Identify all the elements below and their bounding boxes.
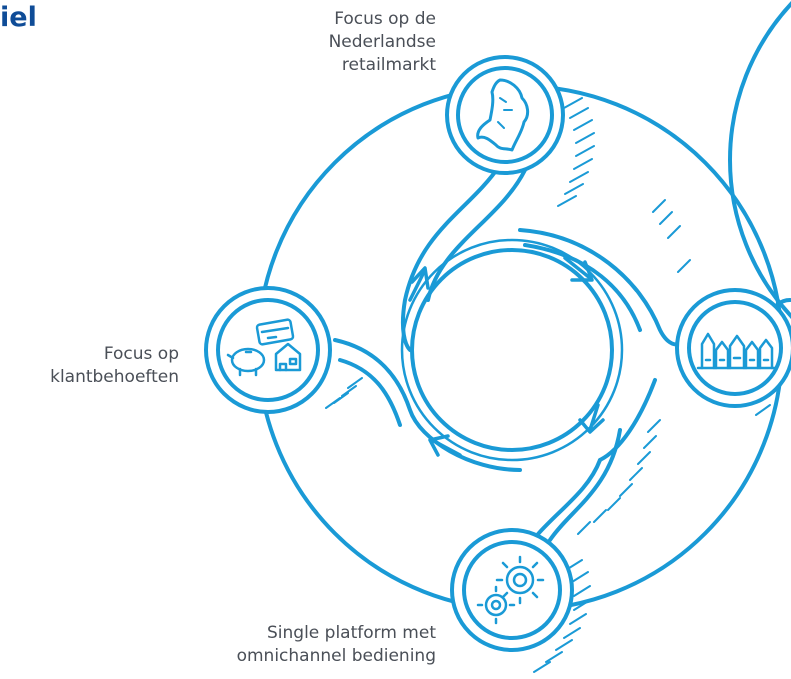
node-right (675, 288, 791, 408)
label-left-line-2: klantbehoeften (50, 367, 179, 387)
piggybank-cards-house-icon (226, 318, 302, 377)
netherlands-map-icon (476, 78, 530, 152)
label-bottom-line-1: Single platform met (267, 623, 436, 643)
label-left-node: Focus op klantbehoeften (0, 343, 179, 389)
label-left-line-1: Focus op (103, 344, 179, 364)
label-top-line-3: retailmarkt (341, 55, 436, 75)
right-large-circle (728, 1, 791, 319)
label-bottom-line-2: omnichannel bediening (236, 646, 436, 666)
node-left (204, 286, 332, 414)
label-bottom-node: Single platform met omnichannel bedienin… (136, 622, 436, 668)
arrow-left-bottom (430, 438, 462, 457)
label-top-line-2: Nederlandse (328, 32, 436, 52)
arrow-down-right (588, 403, 600, 432)
gears-icon (476, 555, 545, 625)
node-bottom (450, 528, 574, 652)
node-top (445, 55, 565, 175)
page-title-fragment: iel (0, 2, 37, 33)
arrow-right-top (563, 256, 592, 280)
dutch-houses-icon (696, 332, 778, 370)
inner-hub-ring (400, 238, 624, 462)
label-top-node: Focus op de Nederlandse retailmarkt (236, 8, 436, 77)
label-top-line-1: Focus op de (334, 9, 436, 29)
flow-arrows (408, 256, 605, 457)
arrow-up-left (408, 268, 427, 302)
